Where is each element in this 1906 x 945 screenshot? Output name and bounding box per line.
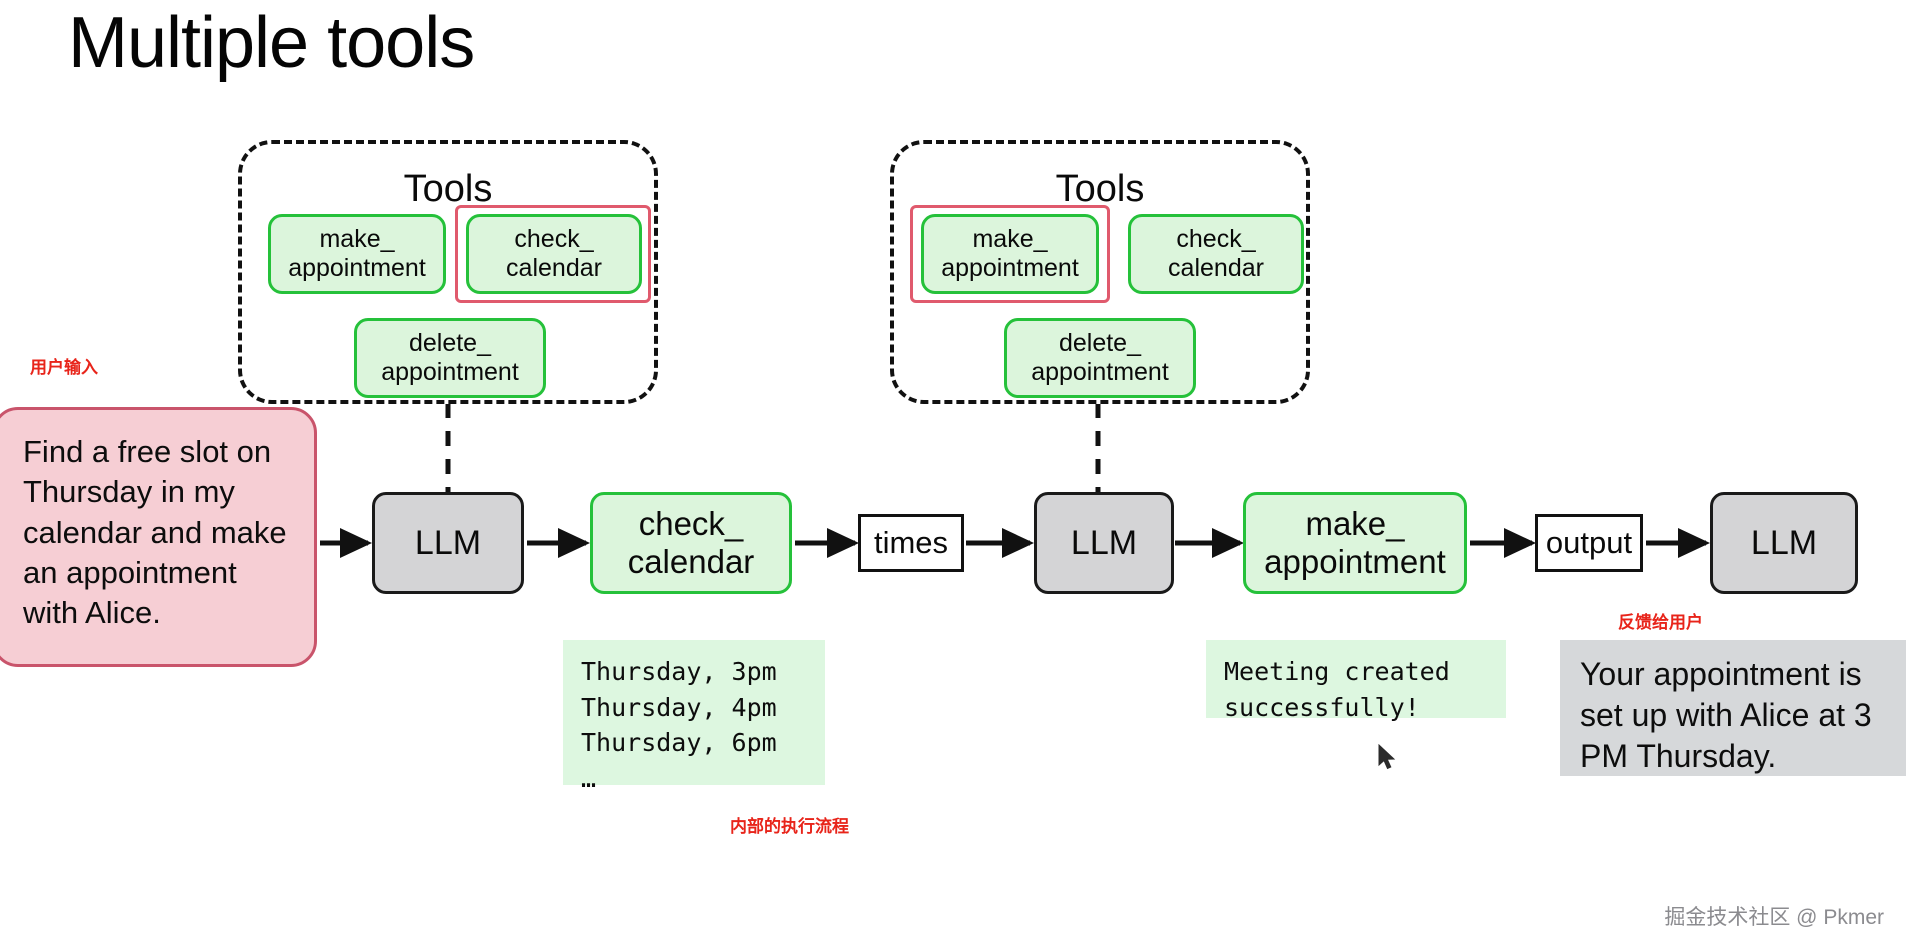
tools-panel-title: Tools bbox=[1055, 168, 1145, 210]
result-meeting-created: Meeting created successfully! bbox=[1206, 640, 1506, 722]
annotation-internal-flow: 内部的执行流程 bbox=[730, 817, 849, 836]
tool-chip-check-calendar-1[interactable]: check_ calendar bbox=[466, 214, 642, 294]
tools-panel-title: Tools bbox=[403, 168, 493, 210]
tool-chip-check-calendar-2[interactable]: check_ calendar bbox=[1128, 214, 1304, 294]
annotation-feedback-to-user: 反馈给用户 bbox=[1618, 613, 1703, 632]
tool-highlight-make-appointment-2 bbox=[910, 205, 1110, 303]
result-final-answer: Your appointment is set up with Alice at… bbox=[1560, 640, 1906, 776]
times-node[interactable]: times bbox=[858, 514, 964, 572]
watermark: 掘金技术社区 @ Pkmer bbox=[1664, 906, 1884, 929]
llm-node-3[interactable]: LLM bbox=[1710, 492, 1858, 594]
result-calendar-times: Thursday, 3pm Thursday, 4pm Thursday, 6p… bbox=[563, 640, 825, 793]
tool-highlight-check-calendar-1 bbox=[455, 205, 651, 303]
check-calendar-node[interactable]: check_ calendar bbox=[590, 492, 792, 594]
tool-chip-delete-appointment-1[interactable]: delete_ appointment bbox=[354, 318, 546, 398]
page-title: Multiple tools bbox=[68, 3, 475, 83]
llm-node-2[interactable]: LLM bbox=[1034, 492, 1174, 594]
tool-chip-delete-appointment-2[interactable]: delete_ appointment bbox=[1004, 318, 1196, 398]
llm-node-1[interactable]: LLM bbox=[372, 492, 524, 594]
make-appointment-node[interactable]: make_ appointment bbox=[1243, 492, 1467, 594]
user-input-bubble: Find a free slot on Thursday in my calen… bbox=[0, 407, 317, 667]
output-node[interactable]: output bbox=[1535, 514, 1643, 572]
mouse-cursor bbox=[1378, 744, 1396, 770]
tool-chip-make-appointment-1[interactable]: make_ appointment bbox=[268, 214, 446, 294]
annotation-user-input: 用户输入 bbox=[30, 358, 98, 377]
tool-chip-make-appointment-2[interactable]: make_ appointment bbox=[921, 214, 1099, 294]
